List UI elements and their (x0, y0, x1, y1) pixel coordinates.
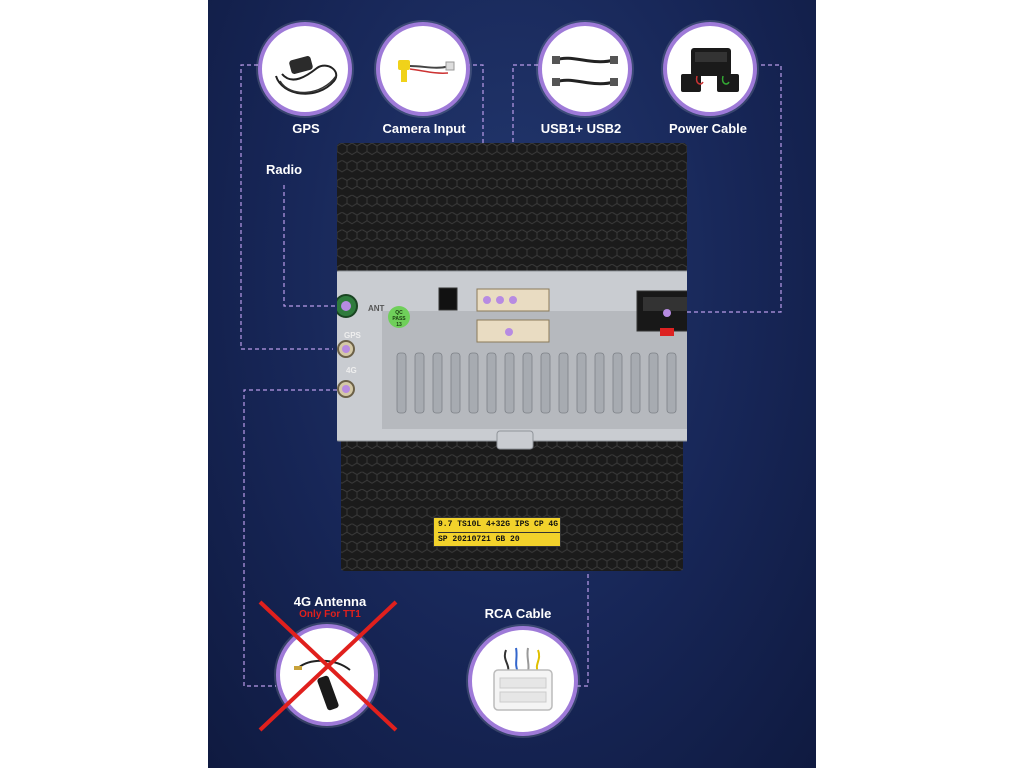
gps-label: GPS (292, 121, 320, 136)
camera-label: Camera Input (382, 121, 466, 136)
usb-cable-icon (538, 22, 632, 116)
power-label: Power Cable (668, 121, 748, 136)
optical-port (438, 287, 458, 311)
gps-line (240, 64, 333, 350)
rca-line (508, 331, 589, 687)
product-panel: ANT GPS 4G QC PASS 13 9.7 TS10L 4+32G IP… (208, 0, 816, 768)
antenna-line (243, 389, 344, 687)
antenna4g-label: 4G Antenna (293, 594, 367, 609)
ant-text: ANT (368, 304, 385, 313)
model-sticker: 9.7 TS10L 4+32G IPS CP 4G 10.0 SP 202107… (433, 517, 561, 547)
head-unit-rear (333, 143, 698, 573)
antenna4g-note: Only For TT1 (299, 609, 361, 620)
rca-connector-icon (468, 626, 578, 736)
usb-label: USB1+ USB2 (540, 121, 622, 136)
gps-port-text: GPS (344, 331, 361, 340)
sticker-line-1: 9.7 TS10L 4+32G IPS CP 4G 10.0 (438, 518, 560, 533)
radio-line (283, 185, 346, 307)
camera-line (466, 64, 484, 298)
connector-lines (240, 64, 782, 687)
power-harness-icon (663, 22, 757, 116)
4g-antenna-icon (276, 624, 378, 726)
g4-port-text: 4G (346, 366, 357, 375)
head-unit-drawing (333, 143, 698, 571)
gps-antenna-icon (258, 22, 352, 116)
radio-label: Radio (266, 162, 303, 177)
rca-label: RCA Cable (484, 606, 552, 621)
qc-pass-sticker: QC PASS 13 (388, 306, 410, 328)
rca-connector (476, 319, 550, 343)
camera-input-cable-icon (376, 22, 470, 116)
sticker-line-2: SP 20210721 GB 20 (438, 535, 520, 544)
power-line (666, 64, 782, 313)
not-included-cross (258, 600, 398, 732)
